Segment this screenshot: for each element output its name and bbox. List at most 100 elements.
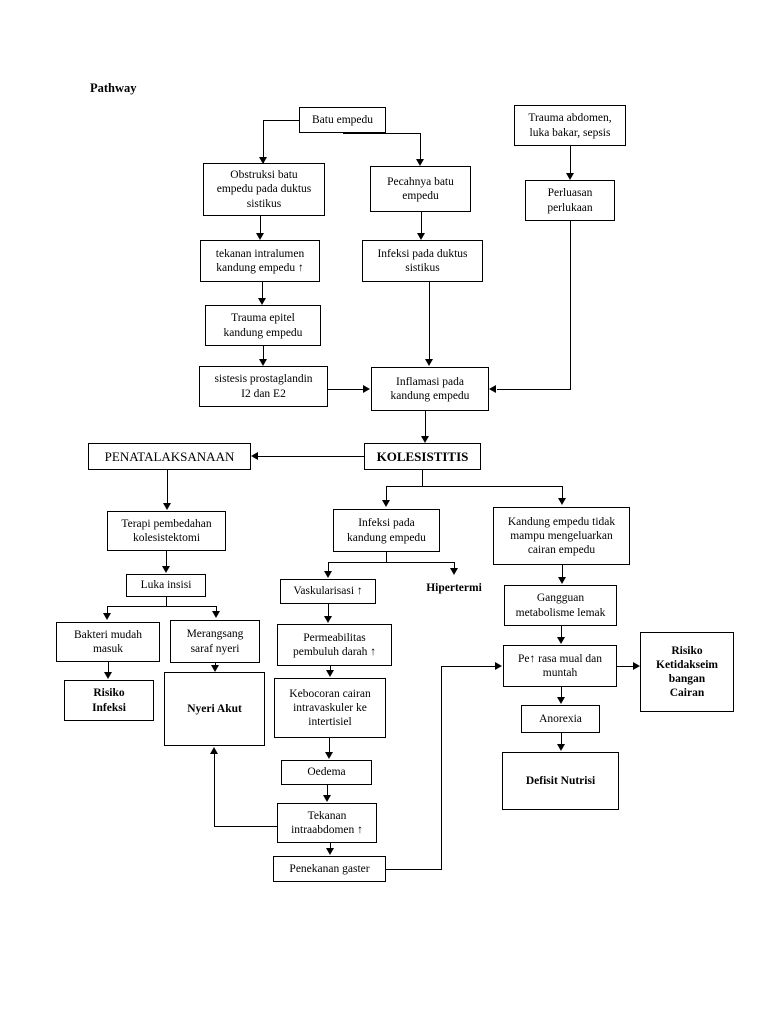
connector [562,486,563,500]
node-batu-empedu: Batu empedu [299,107,386,133]
arrow-head [557,637,565,644]
arrow-head [251,452,258,460]
connector [328,604,329,617]
arrow-head [324,616,332,623]
page-title: Pathway [90,81,137,95]
node-gangguan-metabolisme: Gangguan metabolisme lemak [504,585,617,626]
node-terapi-pembedahan: Terapi pembedahan kolesistektomi [107,511,226,551]
connector [420,133,421,163]
arrow-head [325,752,333,759]
node-merangsang-saraf: Merangsang saraf nyeri [170,620,260,663]
arrow-head [256,233,264,240]
node-sistesis-prostaglandin: sistesis prostaglandin I2 dan E2 [199,366,328,407]
connector [329,738,330,753]
node-trauma-abdomen: Trauma abdomen, luka bakar, sepsis [514,105,626,146]
connector [425,411,426,437]
connector [107,606,108,615]
arrow-head [363,385,370,393]
node-kolesistitis: KOLESISTITIS [364,443,481,470]
node-obstruksi-batu: Obstruksi batu empedu pada duktus sistik… [203,163,325,216]
arrow-head [104,672,112,679]
arrow-head [421,436,429,443]
connector [562,565,563,578]
node-vaskularisasi: Vaskularisasi ↑ [280,579,376,604]
arrow-head [382,500,390,507]
node-permeabilitas: Permeabilitas pembuluh darah ↑ [277,624,392,666]
arrow-head [103,613,111,620]
connector [570,146,571,177]
connector [561,626,562,638]
connector [214,754,215,826]
arrow-head [557,744,565,751]
connector [441,666,496,667]
node-pe-rasa-mual: Pe↑ rasa mual dan muntah [503,645,617,687]
arrow-head [425,359,433,366]
arrow-head [558,577,566,584]
arrow-head [162,566,170,573]
connector [386,486,387,502]
arrow-head [324,571,332,578]
node-hipertermi: Hipertermi [412,576,496,600]
connector [166,597,167,606]
arrow-head [210,747,218,754]
node-bakteri-mudah-masuk: Bakteri mudah masuk [56,622,160,662]
node-infeksi-kandung: Infeksi pada kandung empedu [333,509,440,552]
node-perluasan-perlukaan: Perluasan perlukaan [525,180,615,221]
connector [166,551,167,567]
node-infeksi-duktus: Infeksi pada duktus sistikus [362,240,483,282]
arrow-head [259,359,267,366]
connector [330,843,331,849]
connector [327,785,328,796]
connector [570,221,571,389]
arrow-head [633,662,640,670]
arrow-head [558,498,566,505]
arrow-head [259,157,267,164]
arrow-head [417,233,425,240]
arrow-head [489,385,496,393]
connector [260,216,261,235]
connector [386,552,387,562]
connector [214,826,277,827]
connector [263,120,264,163]
arrow-head [450,568,458,575]
connector [167,470,168,504]
connector [497,389,571,390]
node-inflamasi: Inflamasi pada kandung empedu [371,367,489,411]
node-pecahnya-batu: Pecahnya batu empedu [370,166,471,212]
arrow-head [495,662,502,670]
connector [617,666,634,667]
node-trauma-epitel: Trauma epitel kandung empedu [205,305,321,346]
connector [422,470,423,486]
connector [216,606,217,613]
arrow-head [212,611,220,618]
arrow-head [416,159,424,166]
node-anorexia: Anorexia [521,705,600,733]
node-luka-insisi: Luka insisi [126,574,206,597]
connector [441,666,442,870]
node-kandung-tidak-mampu: Kandung empedu tidak mampu mengeluarkan … [493,507,630,565]
connector [108,662,109,673]
connector [328,562,454,563]
node-nyeri-akut: Nyeri Akut [164,672,265,746]
connector [263,346,264,360]
node-tekanan-intraabdomen: Tekanan intraabdomen ↑ [277,803,377,843]
connector [386,486,562,487]
arrow-head [323,795,331,802]
connector [328,389,364,390]
node-risiko-infeksi: Risiko Infeksi [64,680,154,721]
node-kebocoran-cairan: Kebocoran cairan intravaskuler ke intert… [274,678,386,738]
connector [343,133,421,134]
connector [328,562,329,572]
arrow-head [326,848,334,855]
arrow-head [211,665,219,672]
connector [561,733,562,745]
node-defisit-nutrisi: Defisit Nutrisi [502,752,619,810]
connector [107,606,217,607]
arrow-head [163,503,171,510]
connector [429,282,430,360]
connector [421,212,422,234]
connector [263,120,300,121]
arrow-head [557,697,565,704]
arrow-head [566,173,574,180]
